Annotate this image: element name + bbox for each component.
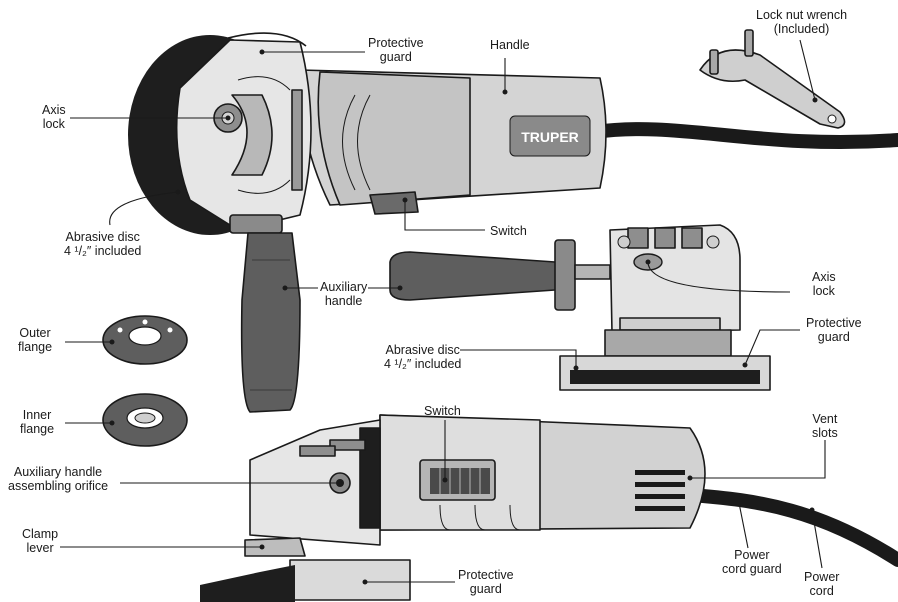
label-aux-handle-orifice: Auxiliary handle assembling orifice [8,465,108,493]
top-power-cord [588,122,898,150]
label-power-cord-guard: Power cord guard [722,548,782,576]
label-handle: Handle [490,38,530,52]
label-abrasive-disc-left: Abrasive disc 4 ¹/₂″ included [64,230,141,258]
label-vent-slots: Vent slots [812,412,838,440]
outer-flange-part [102,315,188,365]
label-line: Outer [19,326,51,340]
label-line: lock [42,117,65,131]
label-line: 4 ¹/₂″ included [384,357,462,371]
label-line: (Included) [773,22,830,36]
bottom-grinder [200,414,898,602]
label-switch-bottom: Switch [424,404,461,418]
label-line: Protective [458,568,514,582]
label-line: Auxiliary handle [13,465,103,479]
brand-plate [509,115,591,157]
label-line: Axis [42,103,66,117]
label-axis-lock-left: Axis lock [42,103,66,131]
label-auxiliary-handle: Auxiliary handle [320,280,367,308]
label-switch-top: Switch [490,224,527,238]
label-protective-guard-top: Protective guard [368,36,424,64]
label-line: guard [817,330,850,344]
label-power-cord: Power cord [804,570,839,598]
label-line: Axis [812,270,836,284]
auxiliary-handle-horizontal [389,251,564,301]
lock-nut-wrench [699,29,846,129]
label-line: Abrasive disc [385,343,460,357]
label-line: Auxiliary [320,280,368,294]
label-lock-nut-wrench: Lock nut wrench (Included) [756,8,847,36]
label-line: Lock nut wrench [756,8,848,22]
label-line: cord guard [722,562,782,576]
top-grinder: TRUPER [128,32,898,235]
inner-flange-part [102,393,188,447]
label-line: Clamp [22,527,59,541]
label-line: Protective [368,36,424,50]
label-line: cord [809,584,834,598]
label-line: guard [379,50,412,64]
label-line: assembling orifice [8,479,109,493]
label-line: guard [469,582,502,596]
leader-lines [60,39,826,585]
label-line: Switch [424,404,461,418]
label-outer-flange: Outer flange [18,326,52,354]
label-line: Power [734,548,770,562]
label-line: lock [812,284,835,298]
bottom-power-cord [683,488,898,567]
label-protective-guard-bottom: Protective guard [458,568,514,596]
label-line: Inner [22,408,52,422]
label-inner-flange: Inner flange [20,408,54,436]
label-line: slots [812,426,838,440]
label-line: flange [18,340,53,354]
auxiliary-handle-vertical [229,214,301,413]
label-line: Abrasive disc [65,230,140,244]
clamp-lever-part [244,537,306,557]
label-line: Protective [806,316,862,330]
label-protective-guard-right: Protective guard [806,316,862,344]
top-switch [369,191,419,215]
label-abrasive-disc-center: Abrasive disc 4 ¹/₂″ included [384,343,461,371]
front-view-grinder [389,224,771,391]
label-line: flange [20,422,55,436]
label-line: Handle [490,38,530,52]
top-gear-head [175,39,312,231]
label-line: Power [804,570,840,584]
label-line: Vent [812,412,838,426]
label-axis-lock-right: Axis lock [812,270,836,298]
label-line: 4 ¹/₂″ included [64,244,142,258]
label-line: handle [324,294,363,308]
label-line: Switch [490,224,527,238]
label-line: lever [26,541,54,555]
label-clamp-lever: Clamp lever [22,527,58,555]
bottom-protective-guard [289,559,411,601]
brand-logo: TRUPER [521,129,579,145]
